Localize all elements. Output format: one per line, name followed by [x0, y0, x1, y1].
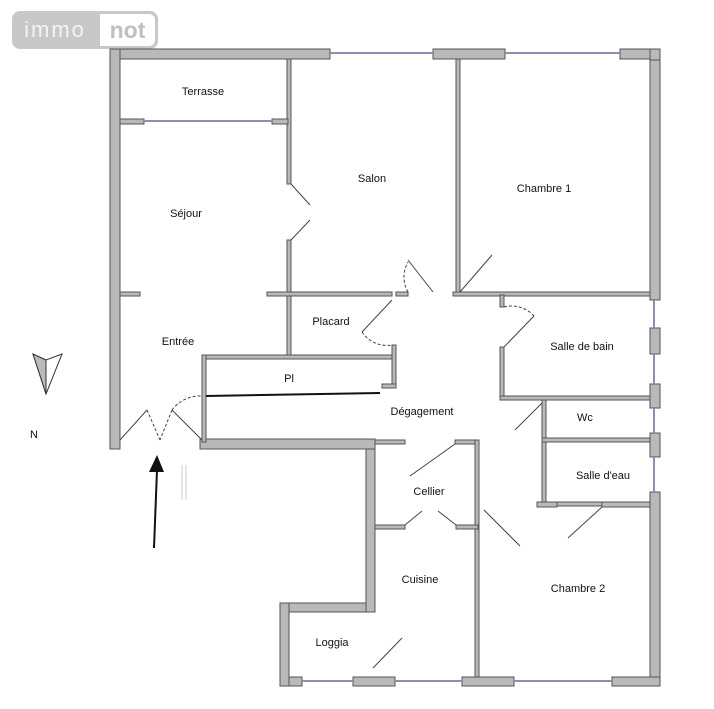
windows: [144, 52, 655, 682]
room-loggia: Loggia: [315, 637, 349, 649]
room-chambre1: Chambre 1: [517, 183, 571, 195]
compass-north-label: N: [30, 429, 38, 441]
room-entree: Entrée: [162, 336, 194, 348]
compass: [32, 353, 63, 396]
room-cellier: Cellier: [413, 486, 445, 498]
room-sejour: Séjour: [170, 208, 202, 220]
logo-right: not: [100, 14, 155, 46]
immonot-logo: immo not: [12, 11, 158, 49]
room-terrasse: Terrasse: [182, 86, 224, 98]
room-pl: Pl: [284, 373, 294, 385]
room-salle-de-bain: Salle de bain: [550, 341, 614, 353]
doors: [119, 183, 603, 669]
room-salon: Salon: [358, 173, 386, 185]
room-placard: Placard: [312, 316, 349, 328]
room-degagement: Dégagement: [391, 406, 454, 418]
room-salle-d-eau: Salle d'eau: [576, 470, 630, 482]
room-cuisine: Cuisine: [402, 574, 439, 586]
room-wc: Wc: [577, 412, 593, 424]
room-chambre2: Chambre 2: [551, 583, 605, 595]
entrance-arrow-icon: [149, 455, 164, 549]
logo-left: immo: [24, 17, 86, 42]
walls: [109, 48, 661, 687]
